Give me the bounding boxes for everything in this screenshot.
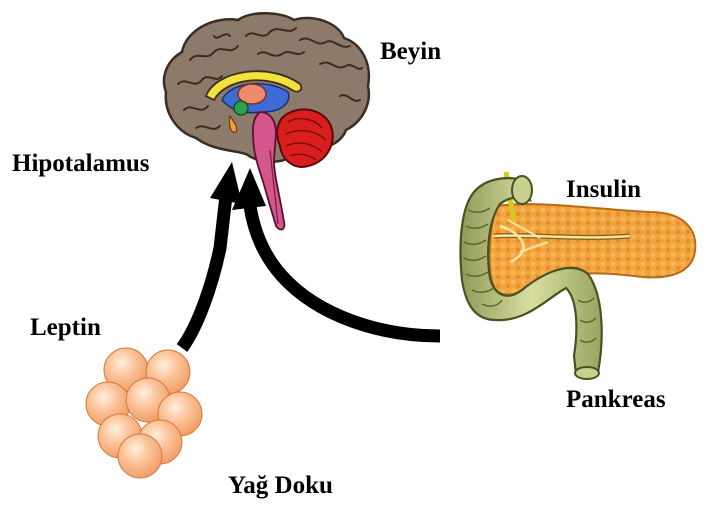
label-leptin: Leptin [30,314,101,342]
arrow-leptin-to-brain [182,162,242,348]
fat-cell [118,434,162,478]
fat-cells-illustration [86,348,202,478]
label-adipose-tissue: Yağ Doku [228,472,333,500]
brain-illustration [164,13,369,229]
label-insulin: Insulin [566,176,641,204]
label-pancreas: Pankreas [566,386,666,414]
duodenum-opening-bottom [575,367,599,379]
hypothalamus-region [234,101,248,115]
label-hypothalamus: Hipotalamus [12,150,150,178]
arrow-insulin-to-brain [232,168,440,336]
label-brain: Beyin [380,38,441,66]
duodenum-opening-top [512,176,532,204]
